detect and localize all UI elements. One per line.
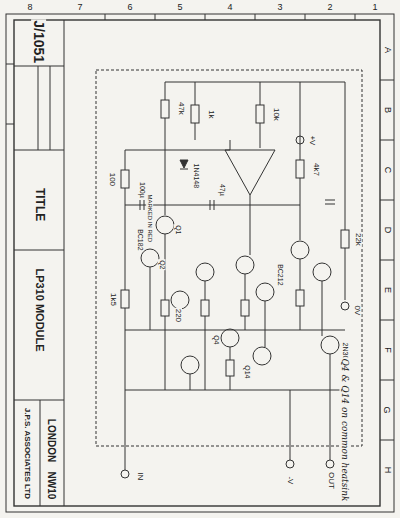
component-label: 0V [353, 304, 362, 316]
component-label: LONDON [47, 417, 58, 462]
component-label: 1N4148 [192, 163, 200, 190]
component-label: G [382, 405, 392, 414]
component-label: Q2 [158, 259, 166, 270]
component-label: 100 [108, 171, 117, 186]
component-label: 8 [26, 3, 33, 13]
component-label: 100µ [138, 181, 146, 199]
handwritten-note: Q4 & Q14 on common heatsink [340, 357, 350, 502]
component-label: NW10 [46, 470, 57, 500]
component-label: OUT [326, 471, 335, 490]
component-label: J.P.S. ASSOCIATES LTD [23, 406, 32, 499]
component-label: 5 [176, 3, 183, 13]
component-label: 4 [226, 3, 233, 13]
component-label: 47µ [218, 183, 226, 197]
component-label: +V [308, 134, 317, 146]
component-label: 47k [176, 101, 185, 116]
component-label: 4k7 [311, 162, 320, 177]
component-label: TITLE [33, 187, 46, 222]
component-label: Q1 [174, 224, 182, 235]
component-label: 2 [326, 3, 333, 13]
component-label: 22k [353, 232, 362, 247]
component-label: D [382, 226, 392, 235]
component-label: Q4 [212, 334, 220, 345]
component-label: A [382, 46, 392, 54]
component-label: E [382, 286, 392, 294]
component-label: 1k [206, 109, 215, 119]
component-label: 6 [126, 3, 133, 13]
component-label: 1k5 [108, 292, 117, 307]
component-label: MARKED IN RED [147, 193, 154, 243]
component-label: H [382, 466, 392, 475]
component-label: 10k [271, 107, 280, 122]
component-label: BC212 [276, 263, 284, 286]
component-label: 1 [371, 3, 378, 13]
component-label: BC182 [136, 228, 144, 251]
component-label: 3 [276, 3, 283, 13]
component-label: IN [136, 471, 145, 481]
component-label: 220 [174, 307, 183, 322]
component-label: C [382, 166, 392, 175]
component-label: F [382, 346, 392, 354]
component-label: 7 [76, 3, 83, 13]
component-label: -V [286, 475, 295, 485]
component-label: Q14 [244, 364, 252, 379]
component-label: J/1051 [30, 20, 45, 65]
component-label: B [382, 106, 392, 114]
component-label: LP310 MODULE [34, 267, 46, 352]
